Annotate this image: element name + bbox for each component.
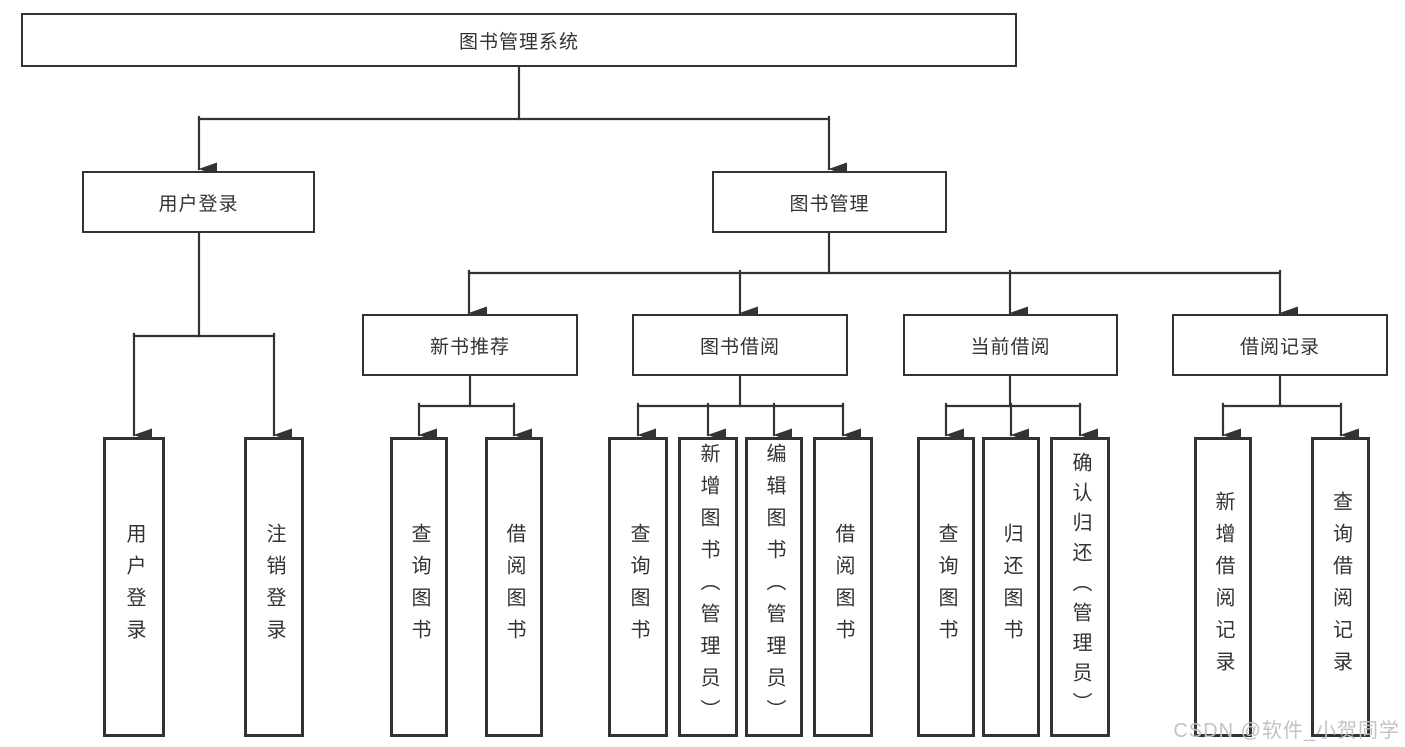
node-logout: 注销登录 bbox=[244, 437, 304, 737]
node-query-books-borrow-label: 查询图书 bbox=[627, 523, 649, 651]
node-borrow-records: 借阅记录 bbox=[1172, 314, 1388, 376]
edge-new-book-recommend-children bbox=[417, 374, 532, 442]
node-add-borrow-record: 新增借阅记录 bbox=[1194, 437, 1252, 737]
node-return-books-label: 归还图书 bbox=[1000, 523, 1022, 651]
node-edit-books-admin-label: 编辑图书（管理员） bbox=[763, 443, 785, 731]
node-book-management-label: 图书管理 bbox=[789, 193, 870, 215]
node-add-books-admin-label: 新增图书（管理员） bbox=[697, 443, 719, 731]
edge-root-to-level2 bbox=[197, 65, 847, 176]
node-return-books: 归还图书 bbox=[982, 437, 1040, 737]
node-new-book-recommend-label: 新书推荐 bbox=[429, 336, 510, 358]
node-confirm-return-admin: 确认归还（管理员） bbox=[1050, 437, 1110, 737]
node-book-borrow-label: 图书借阅 bbox=[699, 336, 780, 358]
node-query-books-current: 查询图书 bbox=[917, 437, 975, 737]
node-add-borrow-record-label: 新增借阅记录 bbox=[1212, 491, 1234, 683]
edge-book-management-children bbox=[467, 231, 1298, 320]
node-borrow-records-label: 借阅记录 bbox=[1239, 336, 1320, 358]
node-logout-label: 注销登录 bbox=[263, 523, 285, 651]
node-book-borrow: 图书借阅 bbox=[632, 314, 848, 376]
node-query-borrow-record: 查询借阅记录 bbox=[1311, 437, 1370, 737]
node-system: 图书管理系统 bbox=[21, 13, 1017, 67]
node-user-login-leaf: 用户登录 bbox=[103, 437, 165, 737]
node-query-books-rec-label: 查询图书 bbox=[408, 523, 430, 651]
node-query-books-borrow: 查询图书 bbox=[608, 437, 668, 737]
node-system-label: 图书管理系统 bbox=[458, 31, 579, 53]
node-current-borrow: 当前借阅 bbox=[903, 314, 1118, 376]
node-borrow-books-label: 借阅图书 bbox=[832, 523, 854, 651]
node-query-borrow-record-label: 查询借阅记录 bbox=[1329, 491, 1352, 683]
edge-borrow-records-children bbox=[1221, 374, 1359, 442]
csdn-watermark: CSDN @软件_小贺同学 bbox=[1173, 720, 1400, 742]
node-borrow-books: 借阅图书 bbox=[813, 437, 873, 737]
node-edit-books-admin: 编辑图书（管理员） bbox=[745, 437, 803, 737]
edge-book-borrow-children bbox=[636, 374, 861, 442]
node-book-management: 图书管理 bbox=[712, 171, 947, 233]
node-add-books-admin: 新增图书（管理员） bbox=[678, 437, 738, 737]
node-user-login-leaf-label: 用户登录 bbox=[123, 523, 145, 651]
edge-user-login-children bbox=[132, 231, 292, 442]
edge-current-borrow-children bbox=[944, 374, 1098, 442]
node-new-book-recommend: 新书推荐 bbox=[362, 314, 578, 376]
node-borrow-books-rec-label: 借阅图书 bbox=[503, 523, 525, 651]
node-query-books-rec: 查询图书 bbox=[390, 437, 448, 737]
node-current-borrow-label: 当前借阅 bbox=[970, 336, 1051, 358]
node-user-login-label: 用户登录 bbox=[158, 193, 239, 215]
node-user-login: 用户登录 bbox=[82, 171, 315, 233]
node-confirm-return-admin-label: 确认归还（管理员） bbox=[1069, 452, 1091, 722]
node-query-books-current-label: 查询图书 bbox=[935, 523, 957, 651]
node-borrow-books-rec: 借阅图书 bbox=[485, 437, 543, 737]
